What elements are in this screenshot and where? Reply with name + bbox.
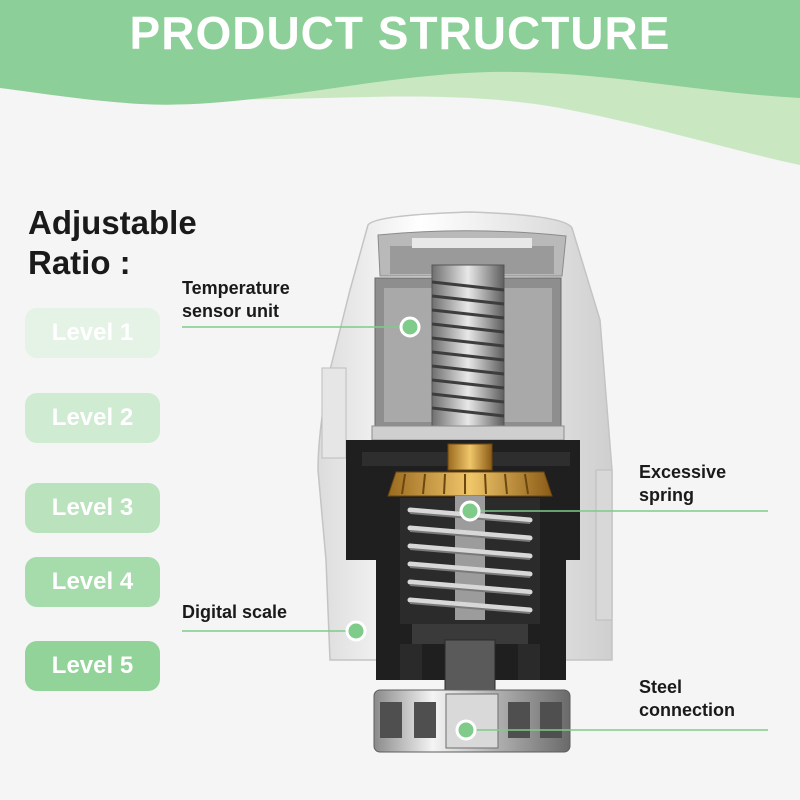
temperature-sensor-line2: sensor unit [182, 301, 280, 321]
excessive-spring-line2: spring [639, 485, 695, 505]
steel-connection-line2: connection [639, 700, 736, 720]
steel-connection-label: Steel connection [639, 676, 735, 722]
ratio-heading-line2: Ratio : [28, 244, 131, 281]
temperature-sensor-label: Temperature sensor unit [182, 277, 290, 323]
digital-scale-label: Digital scale [182, 601, 287, 624]
excessive-spring-label: Excessive spring [639, 461, 726, 507]
level-5-button[interactable]: Level 5 [25, 641, 160, 691]
level-3-button[interactable]: Level 3 [25, 483, 160, 533]
digital-scale-line1: Digital scale [182, 602, 288, 622]
level-2-button[interactable]: Level 2 [25, 393, 160, 443]
adjustable-ratio-heading: Adjustable Ratio : [28, 203, 197, 283]
level-1-button[interactable]: Level 1 [25, 308, 160, 358]
excessive-spring-line1: Excessive [639, 462, 727, 482]
page-title: PRODUCT STRUCTURE [129, 7, 671, 59]
level-4-button[interactable]: Level 4 [25, 557, 160, 607]
temperature-sensor-line1: Temperature [182, 278, 290, 298]
steel-connection-line1: Steel [639, 677, 683, 697]
ratio-heading-line1: Adjustable [28, 204, 197, 241]
